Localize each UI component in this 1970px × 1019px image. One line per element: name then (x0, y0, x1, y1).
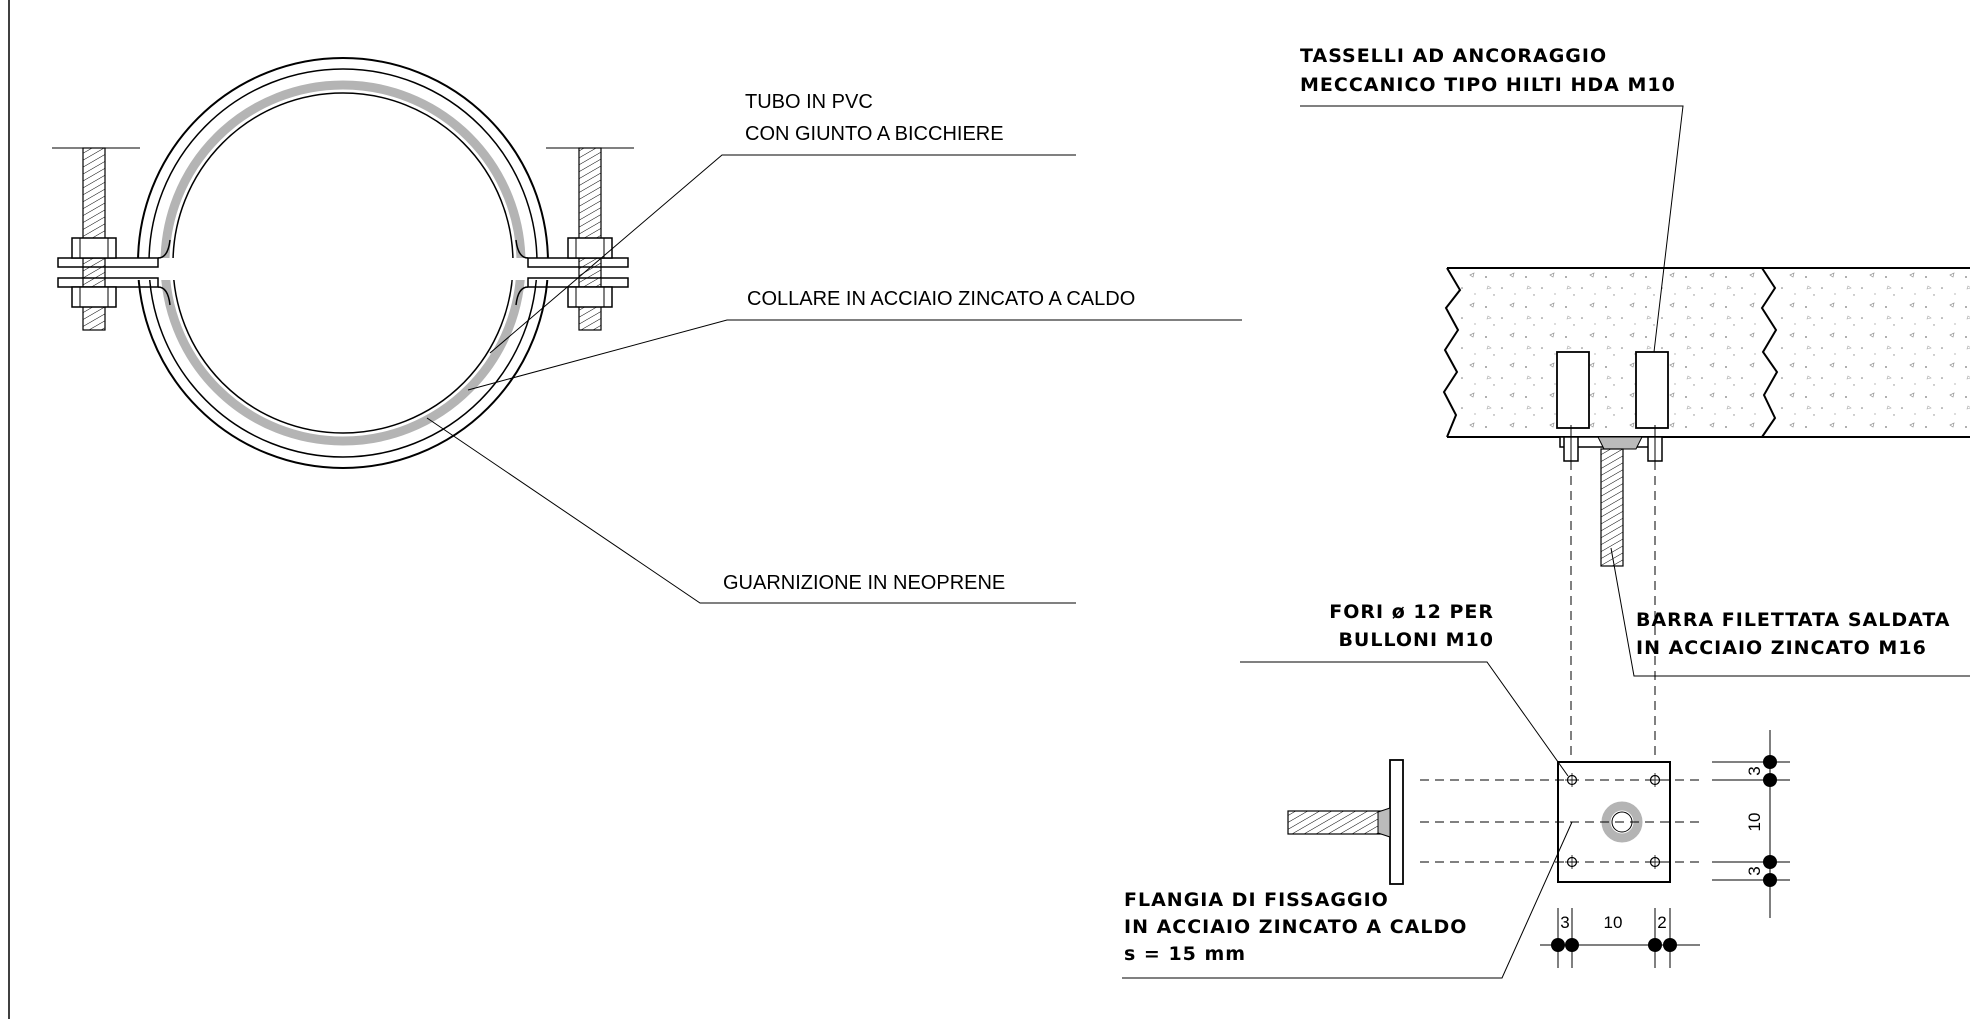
rod-label-line-2: IN ACCIAIO ZINCATO M16 (1636, 637, 1927, 659)
neoprene-gasket (160, 80, 526, 446)
dim-h-left: 3 (1560, 913, 1569, 932)
anchor-right (1635, 351, 1669, 429)
holes-label-line-1: FORI ø 12 PER (1329, 601, 1494, 623)
flange-label-line-1: FLANGIA DI FISSAGGIO (1124, 889, 1389, 911)
collar-label: COLLARE IN ACCIAIO ZINCATO A CALDO (747, 288, 1135, 310)
gasket-label: GUARNIZIONE IN NEOPRENE (723, 572, 1005, 594)
flange-leader (1122, 821, 1573, 979)
vertical-dimension: 3 10 3 (1712, 730, 1790, 918)
rod-leader (1610, 547, 1970, 677)
concrete-slab (1442, 267, 1970, 438)
pipe-label-line-2: CON GIUNTO A BICCHIERE (745, 123, 1004, 145)
rod-label-line-1: BARRA FILETTATA SALDATA (1636, 609, 1951, 631)
anchors-label-line-2: MECCANICO TIPO HILTI HDA M10 (1300, 74, 1676, 96)
collar-inner (148, 68, 538, 458)
dim-h-right: 2 (1657, 913, 1666, 932)
holes-leader (1240, 661, 1569, 777)
flange-label-line-2: IN ACCIAIO ZINCATO A CALDO (1124, 916, 1467, 938)
dim-h-mid: 10 (1604, 913, 1623, 932)
flange-side (1389, 759, 1404, 885)
dim-v-mid: 10 (1745, 813, 1764, 832)
dim-v-bot: 3 (1745, 866, 1764, 875)
anchor-left (1556, 351, 1590, 429)
gasket-leader (426, 417, 1076, 604)
pipe-clamp-detail: TUBO IN PVC CON GIUNTO A BICCHIERE COLLA… (52, 57, 1242, 604)
anchors-label-line-1: TASSELLI AD ANCORAGGIO (1300, 45, 1607, 67)
right-bolt (546, 147, 634, 331)
threaded-rod (1600, 448, 1624, 567)
horizontal-dimension: 3 10 2 (1540, 908, 1700, 968)
pipe-label-line-1: TUBO IN PVC (745, 91, 873, 113)
dim-v-top: 3 (1745, 766, 1764, 775)
collar-leader (467, 319, 1242, 391)
pvc-pipe (172, 92, 514, 434)
anchor-detail: 3 10 3 3 10 2 TASSELLI AD ANCORAGGIO MEC… (1122, 45, 1970, 979)
pipe-leader (489, 154, 1076, 354)
anchors-leader (1300, 105, 1684, 353)
rod-side (1287, 810, 1391, 835)
holes-label-line-2: BULLONI M10 (1338, 629, 1494, 651)
left-bolt (52, 147, 140, 331)
collar-outer (137, 57, 549, 469)
flange-label-line-3: s = 15 mm (1124, 943, 1246, 965)
